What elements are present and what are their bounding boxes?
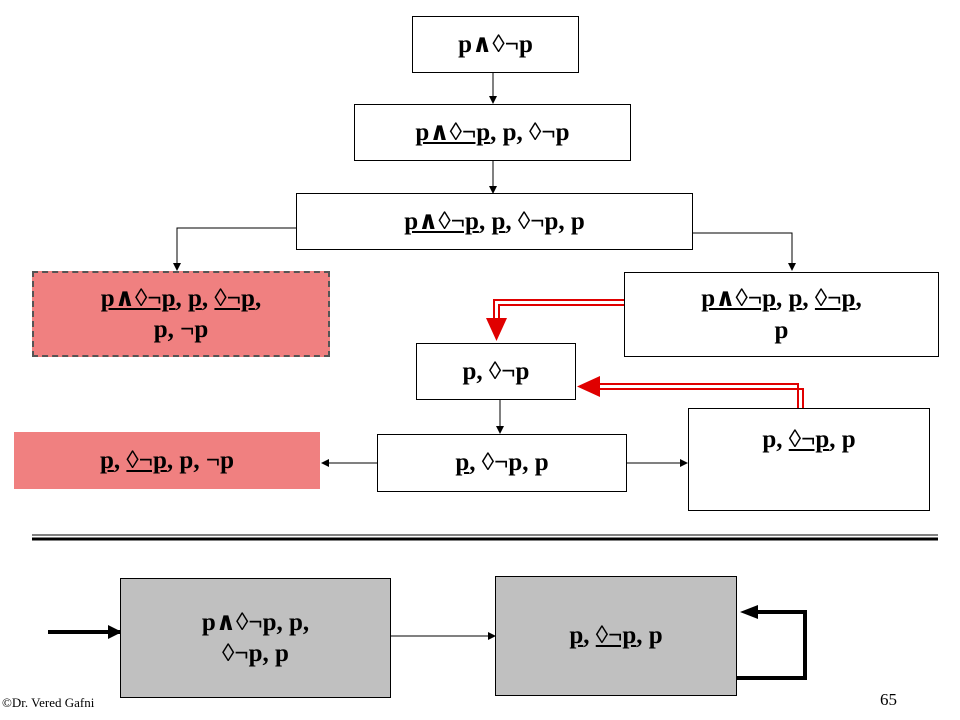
formula-segment: , <box>201 284 215 312</box>
node-n7: p, ◊¬p, p <box>688 408 930 511</box>
formula-segment: ◊¬p <box>814 285 856 313</box>
node-n2: p∧◊¬p, p, ◊¬p <box>354 104 631 161</box>
formula-segment: ◊¬p <box>595 622 637 650</box>
formula-segment: , <box>776 285 789 313</box>
node-n9-closed: p, ◊¬p, p, ¬p <box>14 432 320 489</box>
formula-segment: p <box>455 449 470 477</box>
node-label-line: p∧◊¬p, p, ◊¬p, p <box>404 206 585 237</box>
formula-segment: ◊¬p <box>126 446 167 474</box>
formula-segment: , p <box>522 449 549 477</box>
node-label-line: p, ¬p <box>154 314 209 345</box>
node-label-line: p, ◊¬p, p <box>455 447 548 478</box>
formula-segment: , <box>802 285 815 313</box>
formula-segment: , p <box>558 207 585 235</box>
node-label-line: p, ◊¬p, p <box>762 424 855 455</box>
node-label-line: p, ◊¬p, p, ¬p <box>100 445 234 476</box>
formula-segment: ◊¬p <box>517 207 559 235</box>
formula-segment: p∧◊¬p <box>701 285 777 313</box>
formula-segment: , <box>254 284 262 312</box>
formula-segment: p <box>762 426 777 453</box>
formula-segment: p <box>100 446 114 474</box>
formula-segment: p <box>774 316 789 344</box>
node-n3: p∧◊¬p, p, ◊¬p, p <box>296 193 693 250</box>
node-n1: p∧◊¬p <box>412 16 579 73</box>
node-n6: p, ◊¬p <box>416 343 576 400</box>
author-footer: ©Dr. Vered Gafni <box>2 695 95 710</box>
formula-segment: p∧◊¬p <box>404 207 479 235</box>
formula-segment: p, ¬p <box>153 316 209 343</box>
edge-n3-n4 <box>173 227 296 271</box>
formula-segment: , p, <box>166 446 206 474</box>
formula-segment: p <box>502 118 517 146</box>
self-loop-n11 <box>737 605 807 680</box>
node-label-line: p∧◊¬p, p, ◊¬p, <box>101 283 261 314</box>
formula-segment: p∧◊¬p, p, <box>201 608 310 636</box>
edge-n3-n5 <box>693 232 796 271</box>
formula-segment: , <box>776 426 789 453</box>
node-n11-bottom: p, ◊¬p, p <box>495 576 737 696</box>
node-label-line: p <box>775 315 789 346</box>
formula-segment: p <box>788 285 803 313</box>
formula-segment: ◊¬p <box>481 449 523 477</box>
node-label-line: p∧◊¬p <box>458 29 533 60</box>
formula-segment: , <box>490 118 503 146</box>
formula-segment: ◊¬p <box>788 426 830 453</box>
formula-segment: ◊¬p, p <box>222 640 289 667</box>
node-n10-bottom: p∧◊¬p, p, ◊¬p, p <box>120 578 391 698</box>
node-n5: p∧◊¬p, p, ◊¬p,p <box>624 272 939 357</box>
formula-segment: p <box>491 207 506 235</box>
formula-segment: ◊¬p <box>529 118 570 146</box>
formula-segment: , <box>175 284 189 312</box>
node-label-line: p∧◊¬p, p, ◊¬p, <box>701 283 861 314</box>
loop-edge-n5-n6 <box>486 299 624 341</box>
formula-segment: , <box>583 622 596 650</box>
node-label-line: p, ◊¬p, p <box>569 620 662 651</box>
formula-segment: ¬p <box>205 446 234 474</box>
loop-edge-n7-n6 <box>577 376 804 408</box>
formula-segment: , <box>505 207 518 235</box>
formula-segment: , <box>113 446 127 474</box>
node-label-line: p∧◊¬p, p, ◊¬p <box>415 117 569 148</box>
formula-segment: , p <box>636 622 663 650</box>
formula-segment: p∧◊¬p <box>458 30 533 58</box>
formula-segment: , <box>469 449 482 477</box>
node-n4-closed: p∧◊¬p, p, ◊¬p,p, ¬p <box>32 271 330 357</box>
node-label-line: p∧◊¬p, p, <box>202 607 309 638</box>
node-label-line: p, ◊¬p <box>463 356 530 387</box>
formula-segment: ◊¬p <box>214 284 255 312</box>
formula-segment: p <box>569 622 584 650</box>
formula-segment: , p <box>829 426 856 453</box>
formula-segment: , <box>478 207 492 235</box>
formula-segment: , <box>855 285 862 313</box>
node-label-line: ◊¬p, p <box>222 638 289 669</box>
formula-segment: p∧◊¬p <box>100 284 176 312</box>
page-number: 65 <box>880 690 897 709</box>
formula-segment: , <box>516 118 530 146</box>
node-n8: p, ◊¬p, p <box>377 434 627 492</box>
formula-segment: p∧◊¬p <box>415 118 491 146</box>
formula-segment: p, ◊¬p <box>462 357 530 385</box>
formula-segment: p <box>188 284 202 312</box>
